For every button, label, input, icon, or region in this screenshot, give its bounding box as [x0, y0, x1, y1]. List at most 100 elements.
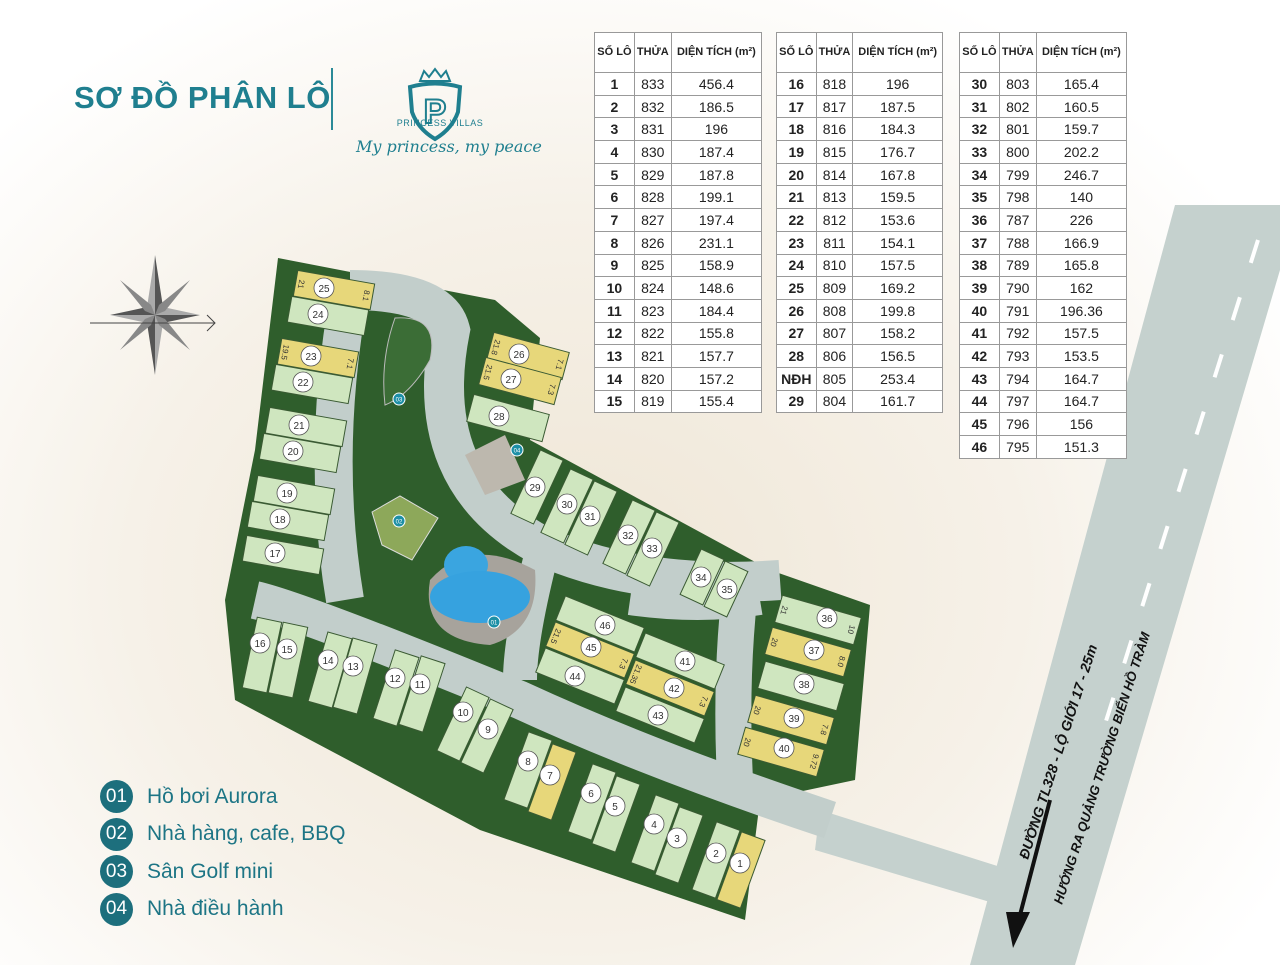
plot-15[interactable]: 15: [267, 621, 309, 699]
table-cell: 787: [998, 208, 1037, 232]
plot-number: 40: [778, 744, 790, 755]
plot-number: 10: [457, 708, 469, 719]
table-cell: 45: [959, 412, 1000, 436]
plot-number-marker: [409, 673, 431, 695]
plot-number: 5: [612, 802, 618, 813]
plot-number: 33: [646, 544, 658, 555]
plot-24[interactable]: 24: [286, 295, 370, 337]
table-cell: 196: [670, 117, 763, 142]
plot-16[interactable]: 16: [241, 616, 283, 694]
plot-1[interactable]: 1: [716, 831, 766, 909]
plot-number-marker: [313, 277, 335, 299]
table-cell: 199.8: [852, 298, 943, 323]
table-cell: 156.5: [852, 344, 943, 368]
plot-38[interactable]: 38: [757, 660, 845, 712]
plot-number-marker: [500, 368, 522, 390]
plot-number: 43: [652, 711, 664, 722]
plot-3[interactable]: 3: [654, 806, 704, 884]
plot-32[interactable]: 32: [602, 499, 656, 575]
plot-5[interactable]: 5: [591, 775, 641, 853]
plot-7[interactable]: 7: [527, 743, 577, 821]
divider: [331, 68, 333, 130]
table-cell: 12: [594, 321, 635, 346]
amenity-marker[interactable]: 03: [392, 392, 406, 406]
plot-22[interactable]: 22: [270, 363, 354, 405]
table-cell: 817: [815, 94, 854, 119]
plot-18[interactable]: 18: [246, 500, 330, 542]
amenity-number: 04: [514, 449, 521, 455]
amenity-marker[interactable]: 01: [487, 615, 501, 629]
table-cell: 164.7: [1035, 389, 1128, 414]
table-cell: 788: [998, 230, 1037, 255]
direction-arrow-icon: [1006, 799, 1052, 948]
plot-31[interactable]: 31: [564, 480, 618, 556]
table-cell: 19: [776, 140, 817, 164]
plot-33[interactable]: 33: [626, 511, 680, 587]
plot-46[interactable]: 46: [555, 595, 645, 653]
plot-30[interactable]: 30: [540, 468, 594, 544]
table-cell: NĐH: [776, 366, 817, 391]
plot-number: 31: [584, 512, 596, 523]
plot-34[interactable]: 34: [679, 548, 725, 606]
amenity-marker[interactable]: 02: [392, 514, 406, 528]
column-header: THỬA: [998, 32, 1037, 73]
column-header: SỐ LÔ: [959, 32, 1000, 73]
plot-number: 46: [599, 621, 611, 632]
plot-19[interactable]: 19: [252, 474, 336, 516]
plot-9[interactable]: 9: [460, 698, 514, 774]
plot-17[interactable]: 17: [241, 534, 325, 576]
plot-43[interactable]: 43: [615, 686, 705, 744]
plot-44[interactable]: 44: [535, 647, 625, 705]
plot-number: 42: [668, 684, 680, 695]
table-cell: 789: [998, 253, 1037, 278]
plot-number-marker: [276, 638, 298, 660]
plot-14[interactable]: 14: [307, 631, 353, 709]
table-cell: 157.2: [670, 366, 763, 391]
table-cell: 33: [959, 140, 1000, 164]
plot-11[interactable]: 11: [398, 655, 446, 733]
table-cell: 158.9: [670, 253, 763, 278]
plot-10[interactable]: 10: [436, 686, 490, 762]
plot-41[interactable]: 41: [635, 632, 725, 690]
plot-8[interactable]: 8: [503, 731, 553, 809]
plot-21[interactable]: 21: [264, 406, 348, 448]
table-cell: 156: [1035, 412, 1128, 436]
plot-20[interactable]: 20: [258, 432, 342, 474]
plot-2[interactable]: 2: [691, 821, 741, 899]
plot-35[interactable]: 35: [703, 560, 749, 618]
plot-13[interactable]: 13: [332, 637, 378, 715]
plot-dimension: 19.5: [279, 344, 291, 361]
table-cell: 161.7: [852, 389, 943, 414]
amenity-marker[interactable]: 04: [510, 443, 524, 457]
plot-shape: [241, 616, 283, 694]
plot-12[interactable]: 12: [372, 649, 420, 727]
plot-number-marker: [317, 649, 339, 671]
plot-number-marker: [249, 632, 271, 654]
table-cell: 165.8: [1035, 253, 1128, 278]
plot-28[interactable]: 28: [466, 393, 550, 443]
plot-6[interactable]: 6: [567, 763, 617, 841]
table-cell: 798: [998, 185, 1037, 210]
plot-number: 4: [651, 820, 657, 831]
plot-29[interactable]: 29: [510, 449, 564, 525]
